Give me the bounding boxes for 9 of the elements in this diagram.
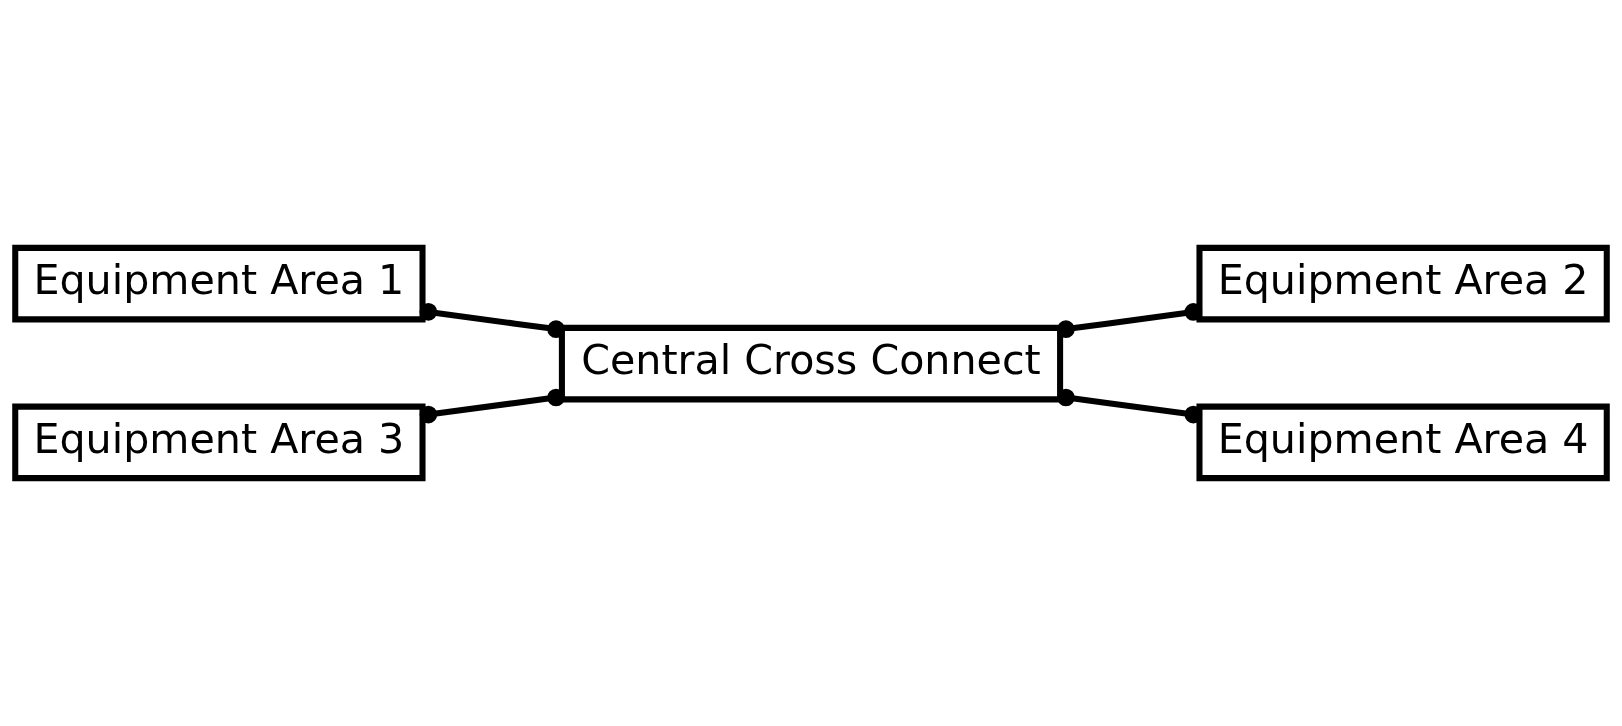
connector [1057, 303, 1203, 339]
connector [1057, 388, 1203, 424]
connector [419, 388, 565, 424]
connector [419, 303, 565, 339]
node-box: Equipment Area 1 [12, 244, 426, 323]
node-box: Equipment Area 2 [1196, 244, 1610, 323]
node-box: Central Cross Connect [558, 324, 1064, 403]
node-box: Equipment Area 3 [12, 403, 426, 482]
node-box: Equipment Area 4 [1196, 403, 1610, 482]
